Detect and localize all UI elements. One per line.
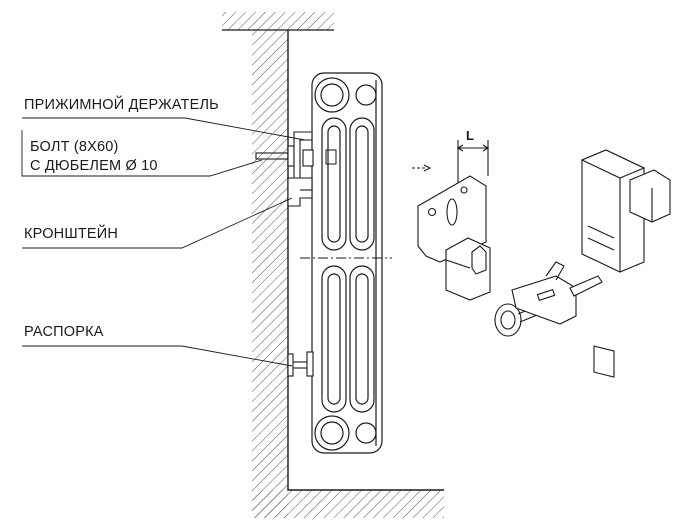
channel-lower-left-inner	[327, 273, 341, 405]
channel-lower-right-outer	[349, 265, 375, 413]
label-spacer: РАСПОРКА	[24, 324, 104, 340]
holder-top	[580, 149, 646, 179]
label-bolt-line2: С ДЮБЕЛЕМ Ø 10	[30, 158, 158, 174]
spacer-hook	[545, 261, 565, 281]
wall-fixings	[255, 131, 314, 377]
channel-lower-right-inner	[355, 273, 369, 405]
leader-spacer	[22, 345, 293, 367]
leader-bracket	[22, 197, 293, 249]
leader-lines	[21, 117, 306, 367]
holder-rib-2	[587, 237, 615, 251]
top-collector-right	[355, 84, 377, 106]
spacer-plate-right	[306, 351, 314, 377]
bracket-profile	[287, 177, 313, 207]
channel-upper-left-outer	[321, 117, 347, 251]
spacer-knob	[494, 303, 522, 337]
bottom-collector-right	[355, 422, 377, 444]
channel-upper-left-inner	[327, 125, 341, 243]
channel-upper-right-inner	[355, 125, 369, 243]
floor-hatch	[252, 490, 444, 518]
radiator-body	[311, 72, 383, 454]
bracket-hook-tab	[471, 245, 487, 275]
bracket-slot	[446, 198, 458, 226]
label-bracket: КРОНШТЕЙН	[24, 226, 119, 242]
bottom-collector-outer	[314, 415, 350, 451]
view-arrow-head	[423, 164, 432, 172]
dimension-l-label: L	[466, 128, 474, 143]
ceiling-hatch	[222, 12, 334, 30]
bracket-hole-2	[460, 186, 468, 194]
holder-rib-1	[587, 225, 615, 239]
label-bolt-line1: БОЛТ (8Х60)	[30, 139, 119, 155]
spacer-knob-inner	[500, 310, 516, 330]
channel-upper-right-outer	[349, 117, 375, 251]
channel-lower-left-outer	[321, 265, 347, 413]
label-holder: ПРИЖИМНОЙ ДЕРЖАТЕЛЬ	[24, 97, 219, 113]
leader-bolt	[21, 130, 263, 177]
top-collector-inner	[320, 83, 344, 107]
bracket-fold	[445, 259, 471, 269]
exploded-view	[412, 140, 671, 378]
holder-clip	[302, 149, 314, 167]
spacer-bolt	[569, 275, 603, 297]
radiator	[300, 72, 392, 454]
bracket-hole	[427, 207, 437, 217]
leader-holder	[22, 117, 306, 141]
top-collector-outer	[314, 77, 350, 113]
bottom-collector-inner	[320, 421, 344, 445]
spacer-plate	[511, 275, 577, 325]
dim-l-arrow-right	[482, 144, 490, 152]
wall-section	[222, 12, 444, 518]
holder-window	[593, 345, 615, 378]
spacer-slot	[536, 288, 556, 302]
clip-block	[325, 149, 337, 165]
bolt-head	[287, 145, 295, 167]
dim-l-arrow-left	[456, 144, 464, 152]
wall-hatch	[252, 30, 288, 518]
holder-cap	[629, 169, 671, 223]
